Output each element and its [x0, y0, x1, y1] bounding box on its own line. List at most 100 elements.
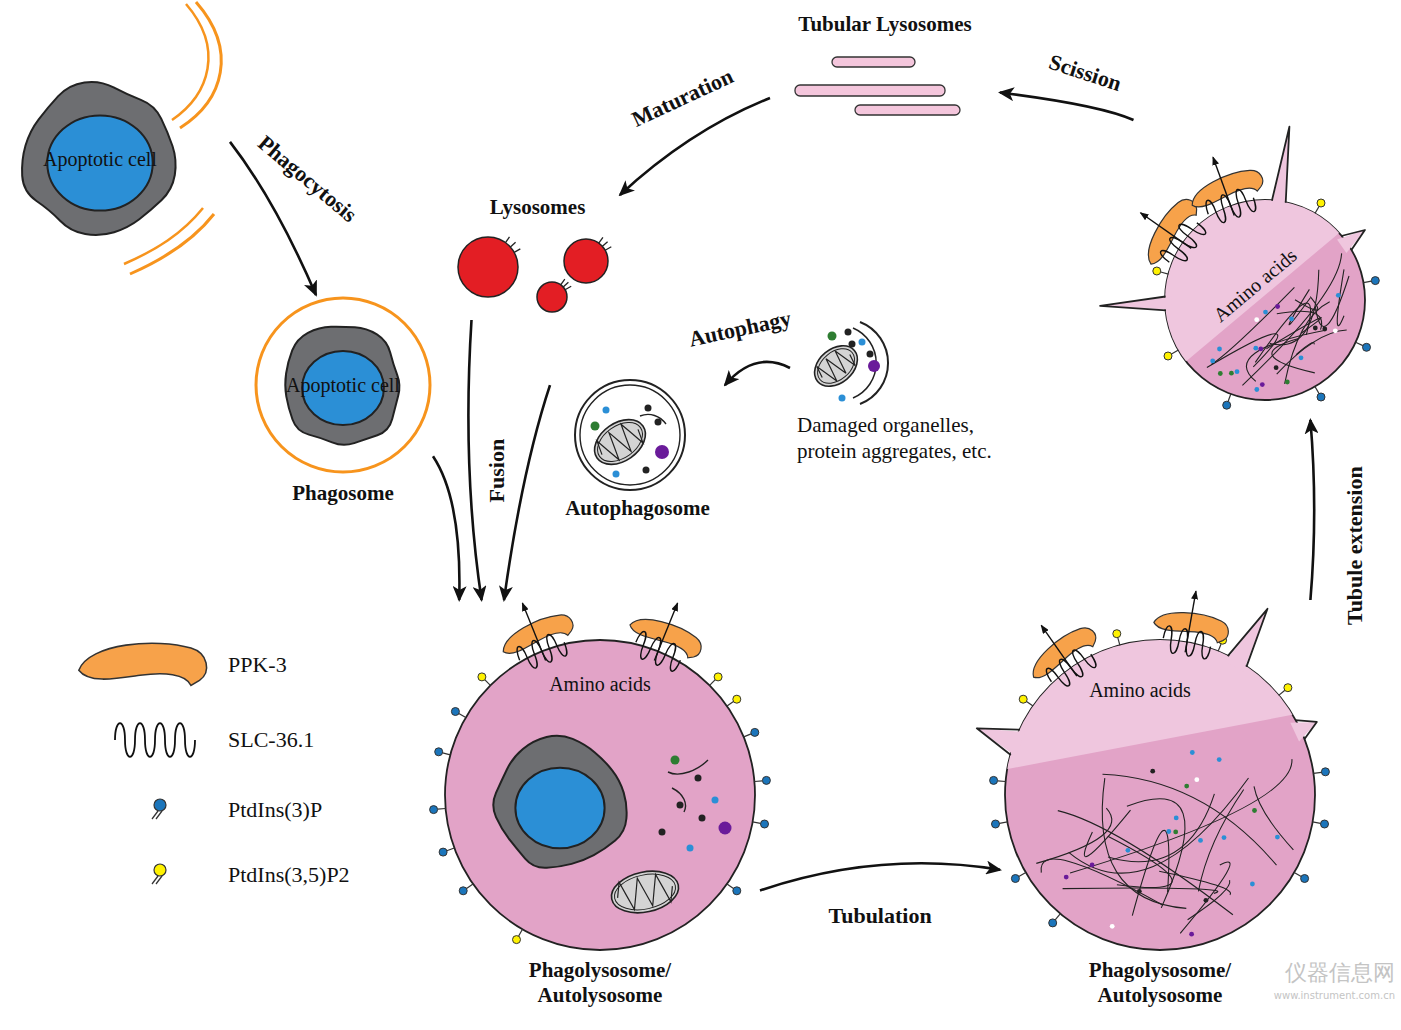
content-dot: [1313, 326, 1318, 331]
content-dot: [1254, 387, 1259, 392]
lipid-stalk: [1315, 387, 1319, 394]
amino-acid-efflux: [1041, 625, 1077, 676]
node-label: Lysosomes: [455, 195, 620, 220]
autophagosome-inner: [580, 385, 680, 485]
lipid-head: [478, 673, 486, 681]
cargo-dot: [643, 467, 650, 474]
lipid-stalk: [519, 929, 523, 936]
connector-arrow: [1000, 93, 1134, 121]
phagocytic-cup: [130, 214, 214, 274]
light-region: [790, 0, 1401, 489]
content-dot: [1189, 932, 1194, 937]
membrane-protein: [506, 237, 510, 243]
fiber: [1285, 302, 1330, 384]
content-dot: [1222, 835, 1227, 840]
edge-label: Autophagy: [684, 304, 797, 352]
cargo-dot: [859, 339, 866, 346]
cargo-dot: [655, 445, 669, 459]
lipid-head: [733, 887, 741, 895]
connector-arrow: [760, 863, 1000, 890]
membrane-protein: [561, 279, 565, 285]
amino-acid-efflux: [1185, 591, 1196, 652]
legend-sample: [148, 795, 176, 823]
edge-label: Scission: [1043, 48, 1127, 97]
tubular-lysosome: [832, 57, 915, 67]
membrane-protein: [563, 282, 568, 287]
fiber: [1207, 334, 1278, 368]
ppk-3-symbol: [79, 643, 207, 685]
node-label: Damaged organelles, protein aggregates, …: [797, 412, 1037, 465]
phagocytic-cup: [172, 4, 208, 120]
content-dot: [1260, 382, 1265, 387]
content-dot: [1235, 369, 1240, 374]
legend-label: PPK-3: [228, 652, 287, 678]
lipid-stalk: [1000, 822, 1008, 823]
fiber: [1041, 859, 1163, 905]
autophagosome-outer: [575, 380, 685, 490]
ppk-3: [1024, 621, 1100, 684]
lipid-head: [762, 776, 770, 784]
cargo-dot: [867, 351, 874, 358]
cargo-dot: [845, 329, 852, 336]
content-dot: [1274, 365, 1279, 370]
content-dot: [1299, 355, 1304, 360]
watermark: 仪器信息网: [1285, 958, 1395, 988]
membrane-fragment: [672, 788, 686, 812]
light-region: [950, 500, 1370, 780]
content-dot: [1217, 757, 1222, 762]
connector-arrow: [433, 456, 459, 600]
content-dot: [1064, 875, 1069, 880]
node-label: Apoptotic cell: [265, 373, 421, 397]
mitochondrion: [586, 410, 654, 473]
lipid-stalk: [443, 753, 451, 755]
node-label: Phagolysosome/ Autolysosome: [500, 958, 700, 1008]
cristae: [814, 345, 857, 387]
content-dot: [1250, 882, 1255, 887]
content-dot: [1194, 777, 1199, 782]
fiber: [1198, 790, 1243, 892]
mito-outer: [608, 865, 683, 918]
lipid-head: [714, 673, 722, 681]
cargo-dot: [828, 332, 837, 341]
cargo-dot: [695, 775, 702, 782]
edge-label: Phagocytosis: [250, 128, 364, 229]
membrane-protein: [602, 242, 607, 247]
lipid-head: [1363, 343, 1371, 351]
fiber: [1036, 808, 1111, 863]
mito-inner: [611, 869, 679, 915]
lipid-stalk: [1315, 207, 1319, 214]
cristae: [614, 872, 675, 913]
cargo-dot: [712, 797, 719, 804]
node-group: Damaged organelles, protein aggregates, …: [790, 320, 1050, 480]
content-dot: [1289, 317, 1294, 322]
lipid-stalk: [753, 822, 761, 823]
content-dot: [1090, 863, 1095, 868]
tubular-lysosome: [855, 105, 960, 115]
fiber: [1246, 330, 1325, 381]
mito-inner: [590, 415, 649, 470]
ppk-3: [497, 609, 576, 660]
connector-arrow: [1310, 420, 1314, 600]
content-dot: [1150, 769, 1155, 774]
edge-label: Tubulation: [826, 903, 935, 928]
lipid-stalk: [447, 848, 455, 851]
content-dot: [1254, 317, 1259, 322]
lipid-stalk: [1279, 690, 1285, 695]
membrane-protein: [605, 247, 611, 251]
node-group: Amino acids: [1090, 120, 1380, 420]
inner-label: Amino acids: [1085, 678, 1195, 702]
fiber: [1272, 339, 1315, 373]
cristae: [594, 418, 646, 466]
fiber: [1103, 774, 1277, 865]
tubule: [977, 728, 1025, 756]
lipid-stalk: [1218, 644, 1221, 651]
lipid-head: [430, 806, 438, 814]
node-label: Autophagosome: [550, 496, 725, 521]
content-dot: [1174, 816, 1179, 821]
fiber: [1254, 786, 1293, 850]
mitochondrion: [807, 338, 866, 395]
cargo-dot: [719, 822, 732, 835]
lipid-stalk: [1172, 350, 1179, 354]
lipid-head: [1164, 352, 1172, 360]
legend-label: PtdIns(3)P: [228, 797, 322, 823]
